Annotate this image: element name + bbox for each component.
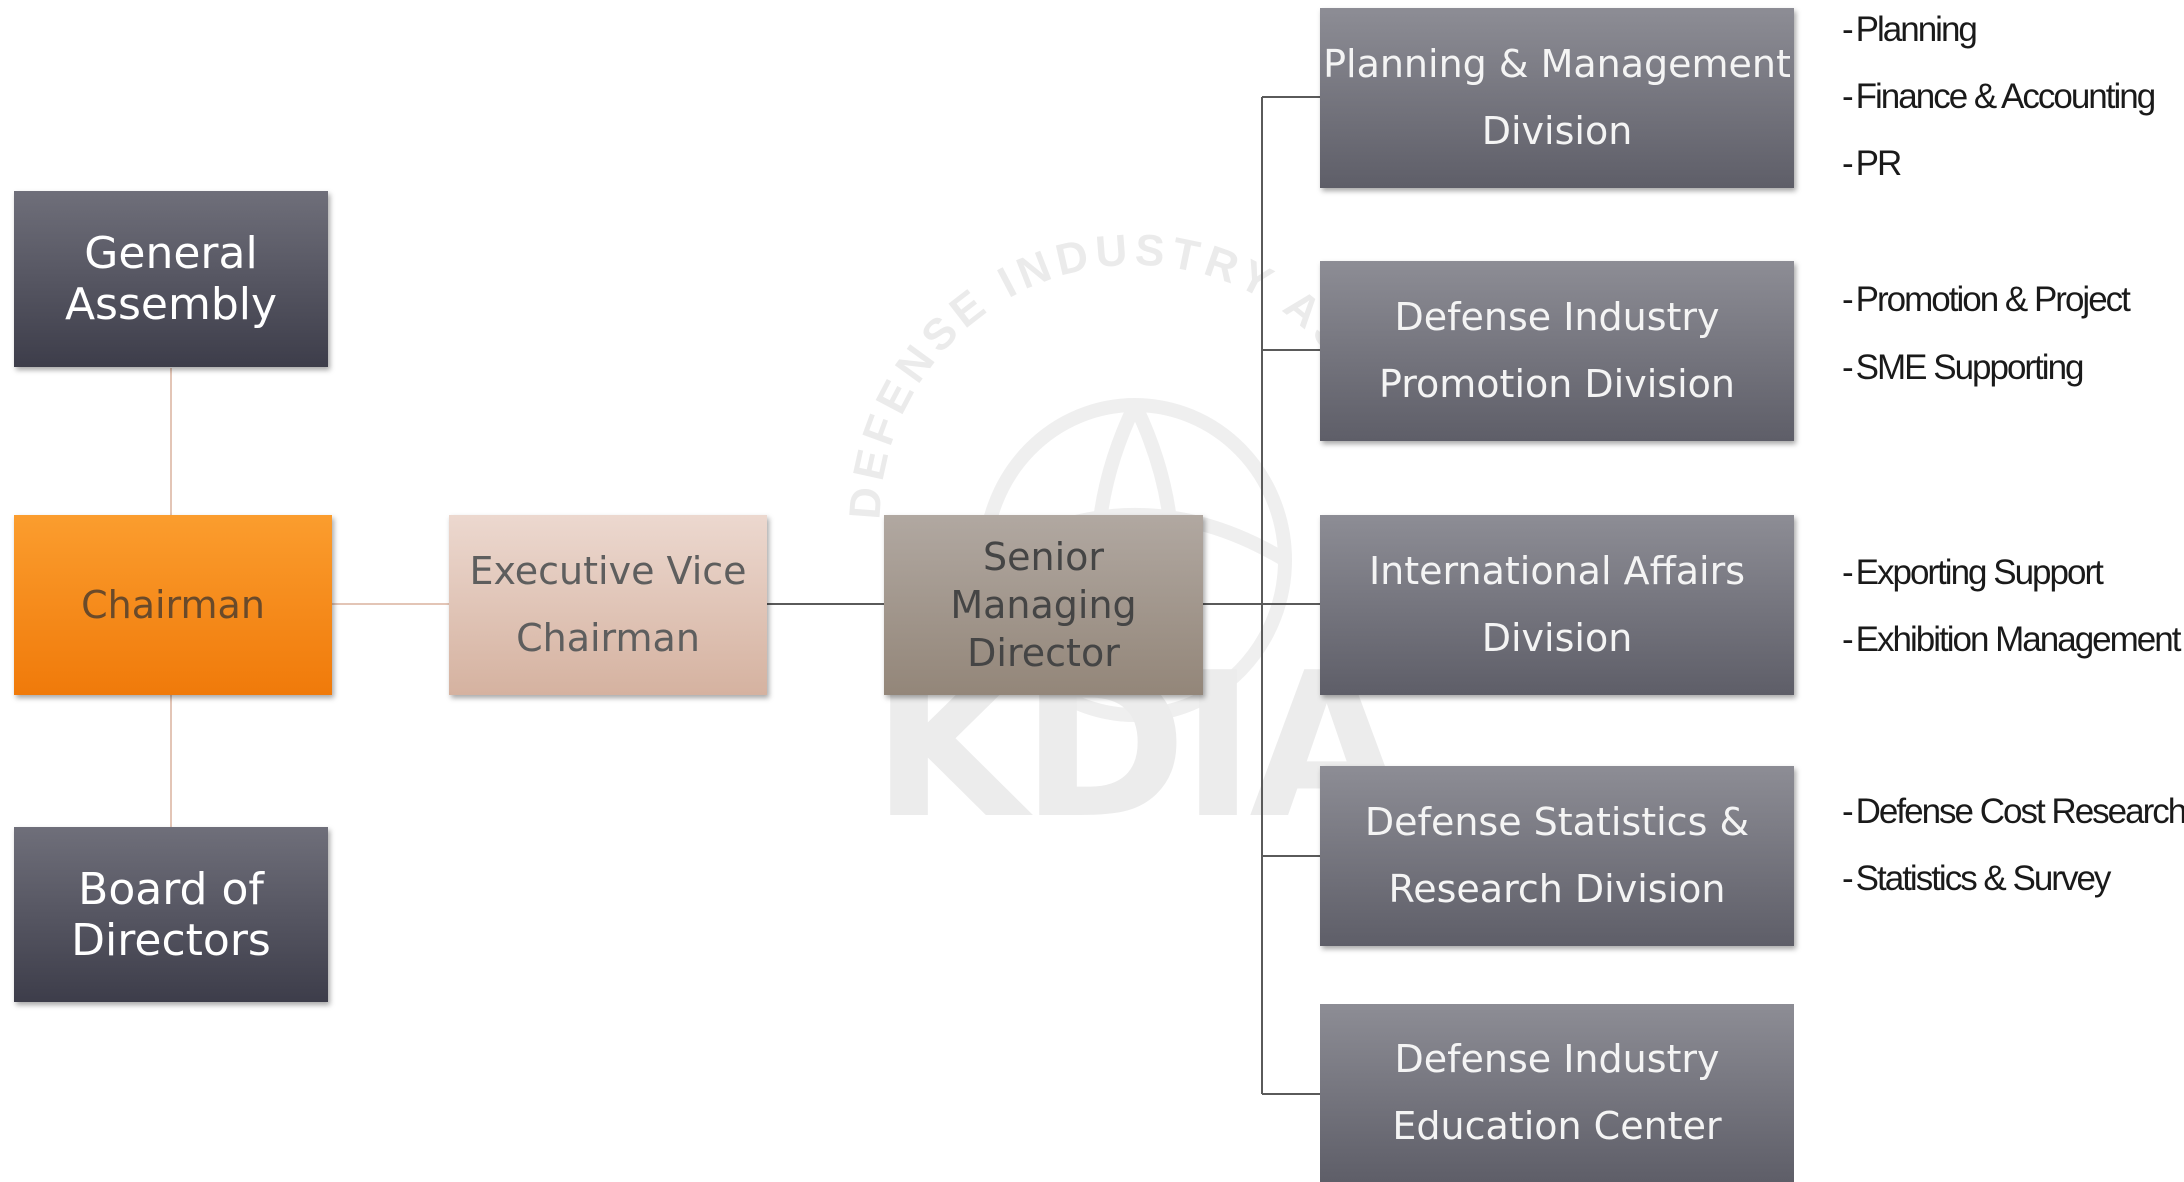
duty-dash: - [1842,77,1854,116]
duty-dash: - [1842,859,1854,898]
division-title-line2: Promotion Division [1379,362,1735,406]
duty-item: -Statistics & Survey [1842,859,2112,899]
division-title-line1: Planning & Management [1323,42,1791,86]
general-assembly-label-line2: Assembly [64,279,278,330]
chairman-label: Chairman [81,583,265,627]
division-title-line2: Division [1481,109,1633,153]
duty-dash: - [1842,10,1854,49]
executive-vice-chairman-box: Executive Vice Chairman [449,515,767,695]
duty-item: -SME Supporting [1842,348,2085,388]
division-box-defense-industry-promotion: Defense Industry Promotion Division [1320,261,1794,441]
senior-managing-director-label-line2: Director [967,631,1120,675]
duty-label: Finance & Accounting [1855,77,2157,116]
duty-item: -Planning [1842,10,1978,50]
division-title-line1: Defense Industry [1394,1037,1720,1081]
duty-item: -PR [1842,144,1903,184]
duty-label: Exhibition Management [1855,620,2182,659]
division-title-line1: International Affairs [1368,549,1746,593]
division-box-defense-industry-education-center: Defense Industry Education Center [1320,1004,1794,1182]
duty-item: -Promotion & Project [1842,280,2131,320]
duty-label: SME Supporting [1855,348,2085,387]
duty-item: -Defense Cost Research [1842,792,2184,832]
executive-vice-chairman-label-line1: Executive Vice [469,549,747,593]
duty-dash: - [1842,792,1854,831]
general-assembly-label-line1: General [84,228,258,279]
duty-dash: - [1842,144,1854,183]
division-title-line2: Research Division [1388,867,1726,911]
duty-label: Exporting Support [1855,553,2104,592]
duty-dash: - [1842,620,1854,659]
division-title-line1: Defense Statistics & [1364,800,1750,844]
division-title-line2: Education Center [1392,1104,1722,1148]
duty-dash: - [1842,280,1854,319]
division-box-planning-management: Planning & Management Division [1320,8,1794,188]
duty-item: -Exporting Support [1842,553,2104,593]
senior-managing-director-box: Senior Managing Director [884,515,1203,695]
division-box-defense-statistics-research: Defense Statistics & Research Division [1320,766,1794,946]
duty-label: PR [1855,144,1903,183]
board-of-directors-label-line1: Board of [78,863,264,915]
senior-managing-director-label-line1: Senior Managing [950,535,1137,627]
division-title-line1: Defense Industry [1394,295,1720,339]
duty-label: Statistics & Survey [1855,859,2112,898]
duty-dash: - [1842,553,1854,592]
general-assembly-box: General Assembly [14,191,328,367]
division-box-international-affairs: International Affairs Division [1320,515,1794,695]
executive-vice-chairman-label-line2: Chairman [516,616,700,660]
division-title-line2: Division [1481,616,1633,660]
board-of-directors-box: Board of Directors [14,827,328,1002]
duty-item: -Finance & Accounting [1842,77,2157,117]
duty-label: Promotion & Project [1855,280,2131,319]
duty-label: Defense Cost Research [1855,792,2184,831]
chairman-box: Chairman [14,515,332,695]
duty-dash: - [1842,348,1854,387]
duty-label: Planning [1855,10,1978,49]
board-of-directors-label-line2: Directors [71,914,271,966]
duty-item: -Exhibition Management [1842,620,2182,660]
